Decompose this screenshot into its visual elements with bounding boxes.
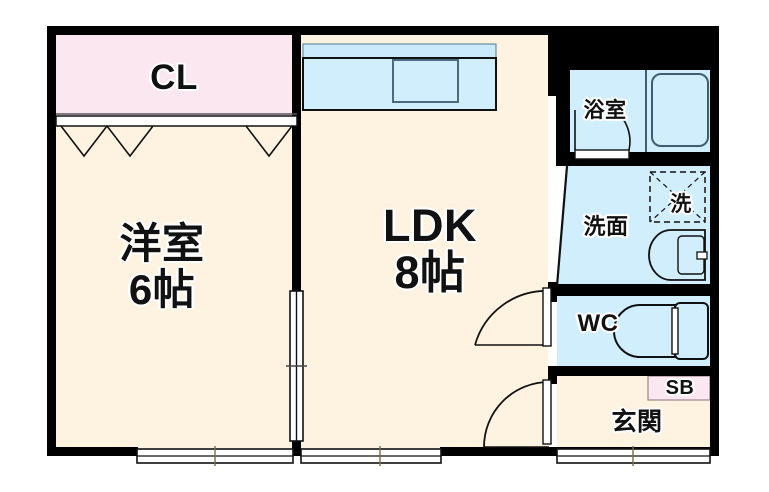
- fixture-vanity-sink: [648, 229, 708, 281]
- fixture-kitchen-counter: [302, 43, 497, 59]
- wall-center-lower: [292, 440, 301, 456]
- wall-bottom-left-stub: [47, 447, 137, 456]
- opening-entry-door: [556, 446, 711, 466]
- wall-top-ldk: [306, 26, 556, 35]
- opening-genkan-door: [483, 379, 552, 448]
- fixture-washing-machine: [649, 171, 706, 223]
- opening-sliding-interior: [286, 290, 307, 442]
- wall-bath-top: [556, 26, 719, 70]
- room-fill-cl: [55, 34, 298, 116]
- wall-center-upper: [292, 26, 301, 291]
- wall-bottom-ldk-right: [440, 447, 550, 456]
- wall-bath-left: [556, 26, 570, 160]
- wall-senmen-wc: [548, 284, 719, 296]
- fixture-kitchen-sink: [392, 59, 459, 103]
- fixture-bathtub: [645, 70, 709, 152]
- wall-left-outer: [47, 26, 56, 456]
- opening-ldk-door: [474, 287, 552, 347]
- room-fills: [55, 34, 711, 456]
- wall-top-left: [47, 26, 306, 35]
- wall-ldk-right-upper: [548, 26, 557, 96]
- room-fill-sb: [647, 375, 711, 401]
- opening-bath-door: [574, 110, 631, 160]
- wall-senmen-diagonal: [555, 165, 569, 287]
- opening-closet-doors: [55, 113, 298, 158]
- opening-window-ldk: [300, 446, 442, 466]
- wall-right-outer: [710, 26, 719, 456]
- wall-wc-genkan: [548, 366, 719, 376]
- opening-window-bedroom: [136, 446, 294, 466]
- fixture-toilet: [613, 302, 709, 360]
- walls: [47, 26, 719, 456]
